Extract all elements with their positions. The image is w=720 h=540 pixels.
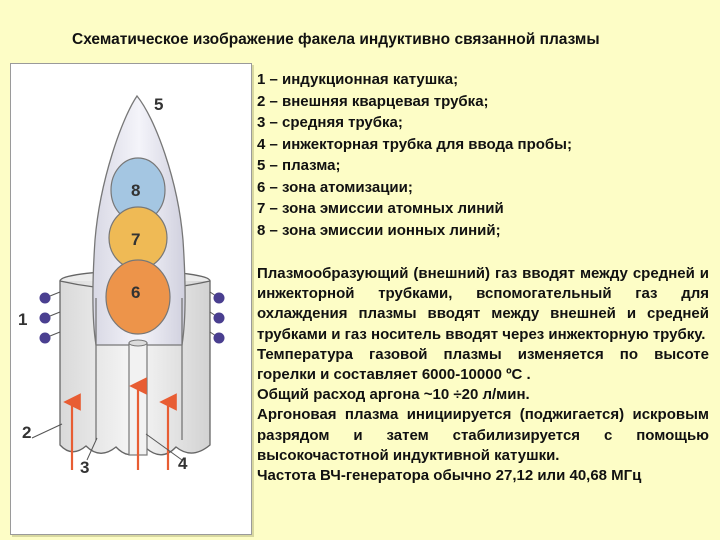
label-plasma: 5 bbox=[154, 95, 163, 114]
label-atomization-zone: 6 bbox=[131, 283, 140, 302]
label-coil: 1 bbox=[18, 310, 27, 329]
description-text: Плазмообразующий (внешний) газ вводят ме… bbox=[257, 264, 709, 486]
description-paragraph: Общий расход аргона ~10 ÷20 л/мин. bbox=[257, 386, 530, 404]
legend-item: 8 – зона эмиссии ионных линий; bbox=[257, 221, 501, 239]
atomization-zone bbox=[105, 259, 171, 335]
description-paragraph: Плазмообразующий (внешний) газ вводят ме… bbox=[257, 265, 709, 343]
page-title: Схематическое изображение факела индукти… bbox=[72, 31, 600, 48]
legend-item: 7 – зона эмиссии атомных линий bbox=[257, 200, 504, 217]
description-paragraph: Аргоновая плазма инициируется (поджигает… bbox=[257, 406, 709, 464]
legend-item: 1 – индукционная катушка; bbox=[257, 71, 459, 88]
label-atomic-emission-zone: 7 bbox=[131, 230, 140, 249]
icp-torch-diagram: 1 2 3 4 5 6 7 8 bbox=[18, 94, 225, 477]
label-outer-tube: 2 bbox=[22, 423, 31, 442]
legend-item: 3 – средняя трубка; bbox=[257, 114, 403, 131]
legend-item: 5 – плазма; bbox=[257, 157, 341, 174]
coil-right bbox=[209, 291, 225, 344]
middle-tube bbox=[95, 298, 183, 440]
label-injector-tube: 4 bbox=[178, 454, 188, 473]
description-paragraph: Температура газовой плазмы изменяется по… bbox=[257, 345, 709, 384]
legend-item: 4 – инжекторная трубка для ввода пробы; bbox=[257, 135, 572, 153]
coil-left bbox=[39, 291, 61, 344]
legend-item: 6 – зона атомизации; bbox=[257, 178, 413, 196]
label-ionic-emission-zone: 8 bbox=[131, 181, 140, 200]
induction-coil bbox=[39, 291, 225, 344]
label-middle-tube: 3 bbox=[80, 458, 89, 477]
legend-list: 1 – индукционная катушка; 2 – внешняя кв… bbox=[257, 69, 572, 241]
description-paragraph: Частота ВЧ-генератора обычно 27,12 или 4… bbox=[257, 467, 642, 485]
legend-item: 2 – внешняя кварцевая трубка; bbox=[257, 92, 489, 110]
